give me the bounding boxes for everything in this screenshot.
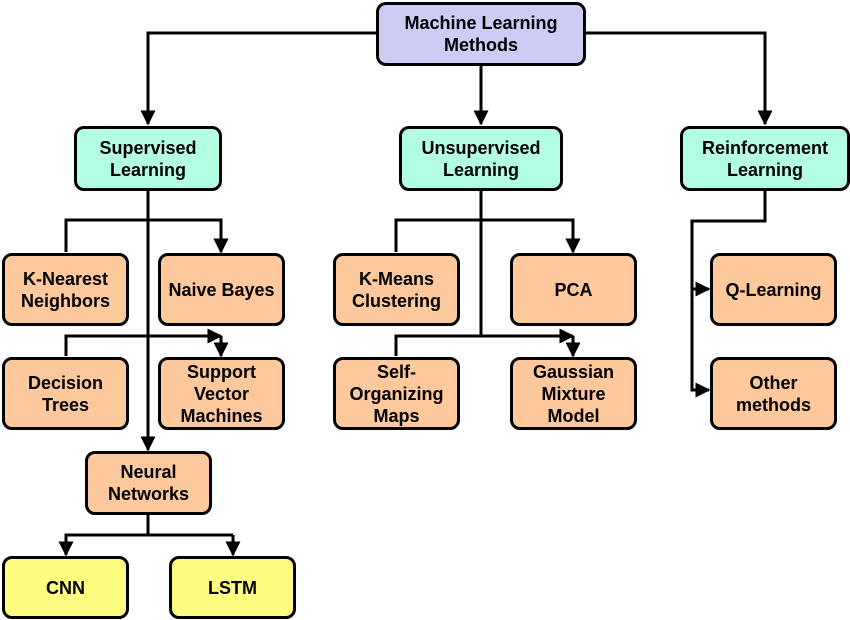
reinforcement-learning-node: Reinforcement Learning	[680, 126, 850, 191]
reinforcement-trunk	[690, 191, 767, 398]
edge-unsupervised-som	[394, 328, 575, 356]
other-methods-node: Other methods	[710, 357, 837, 430]
edge-root-supervised	[140, 31, 376, 126]
cnn-node: CNN	[2, 556, 129, 619]
edge-neural-cnn	[58, 533, 233, 557]
knn-node: K-Nearest Neighbors	[2, 253, 129, 326]
root-node: Machine Learning Methods	[376, 2, 586, 66]
unsupervised-learning-node: Unsupervised Learning	[399, 126, 563, 191]
kmeans-node: K-Means Clustering	[333, 253, 460, 326]
lstm-node: LSTM	[169, 556, 296, 619]
pca-node: PCA	[510, 253, 637, 326]
gmm-node: Gaussian Mixture Model	[510, 357, 637, 430]
edge-unsupervised-kmeans	[394, 218, 581, 254]
edge-root-reinforcement	[585, 31, 773, 126]
edge-supervised-decision-trees	[64, 328, 223, 356]
neural-networks-node: Neural Networks	[85, 451, 212, 515]
decision-trees-node: Decision Trees	[2, 357, 129, 430]
naive-bayes-node: Naive Bayes	[158, 253, 285, 326]
supervised-learning-node: Supervised Learning	[74, 126, 222, 191]
som-node: Self- Organizing Maps	[333, 357, 460, 430]
svm-node: Support Vector Machines	[158, 357, 285, 430]
edge-supervised-knn	[64, 218, 229, 254]
q-learning-node: Q-Learning	[710, 253, 837, 326]
